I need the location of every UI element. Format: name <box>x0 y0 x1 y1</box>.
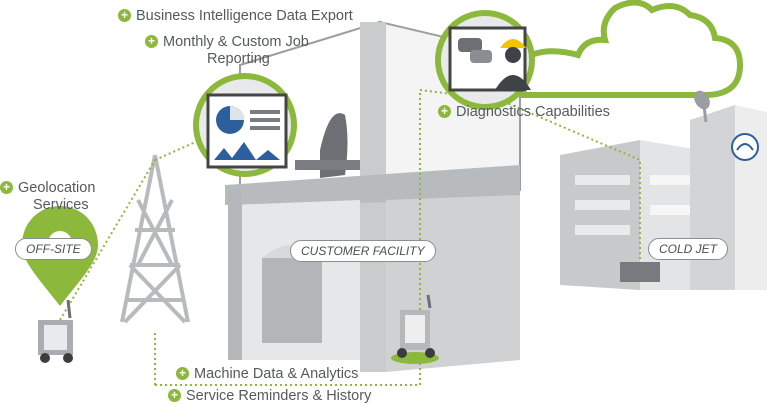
chat-bubble-icon <box>458 38 492 63</box>
dry-ice-machine-customer <box>391 294 439 364</box>
location-tag-cold-jet: COLD JET <box>648 238 729 260</box>
location-tag-customer-facility: CUSTOMER FACILITY <box>290 240 436 262</box>
location-tag-off-site: OFF-SITE <box>15 238 92 260</box>
technician-icon <box>495 39 531 90</box>
feature-geolocation: +Geolocation <box>0 180 95 197</box>
satellite-dish-icon <box>694 90 710 123</box>
feature-machine-data: +Machine Data & Analytics <box>176 366 358 383</box>
plus-circle-icon: + <box>168 389 181 402</box>
cloud-icon <box>500 0 744 98</box>
feature-monthly-reporting: +Monthly & Custom Job <box>145 34 309 51</box>
cell-tower-icon <box>120 154 190 324</box>
feature-service-reminders: +Service Reminders & History <box>168 388 371 405</box>
plus-circle-icon: + <box>0 181 13 194</box>
reporting-screen-icon <box>193 73 297 177</box>
plus-circle-icon: + <box>118 9 131 22</box>
feature-monthly-reporting-line2: Reporting <box>207 51 270 67</box>
plus-circle-icon: + <box>438 105 451 118</box>
feature-bi-export: +Business Intelligence Data Export <box>118 8 353 25</box>
plus-circle-icon: + <box>176 367 189 380</box>
dry-ice-machine-offsite <box>38 299 73 363</box>
cold-jet-logo-icon <box>731 133 759 161</box>
feature-geolocation-line2: Services <box>33 197 89 213</box>
feature-diagnostics: +Diagnostics Capabilities <box>438 104 610 121</box>
plus-circle-icon: + <box>145 35 158 48</box>
technician-screen-icon <box>435 10 535 110</box>
